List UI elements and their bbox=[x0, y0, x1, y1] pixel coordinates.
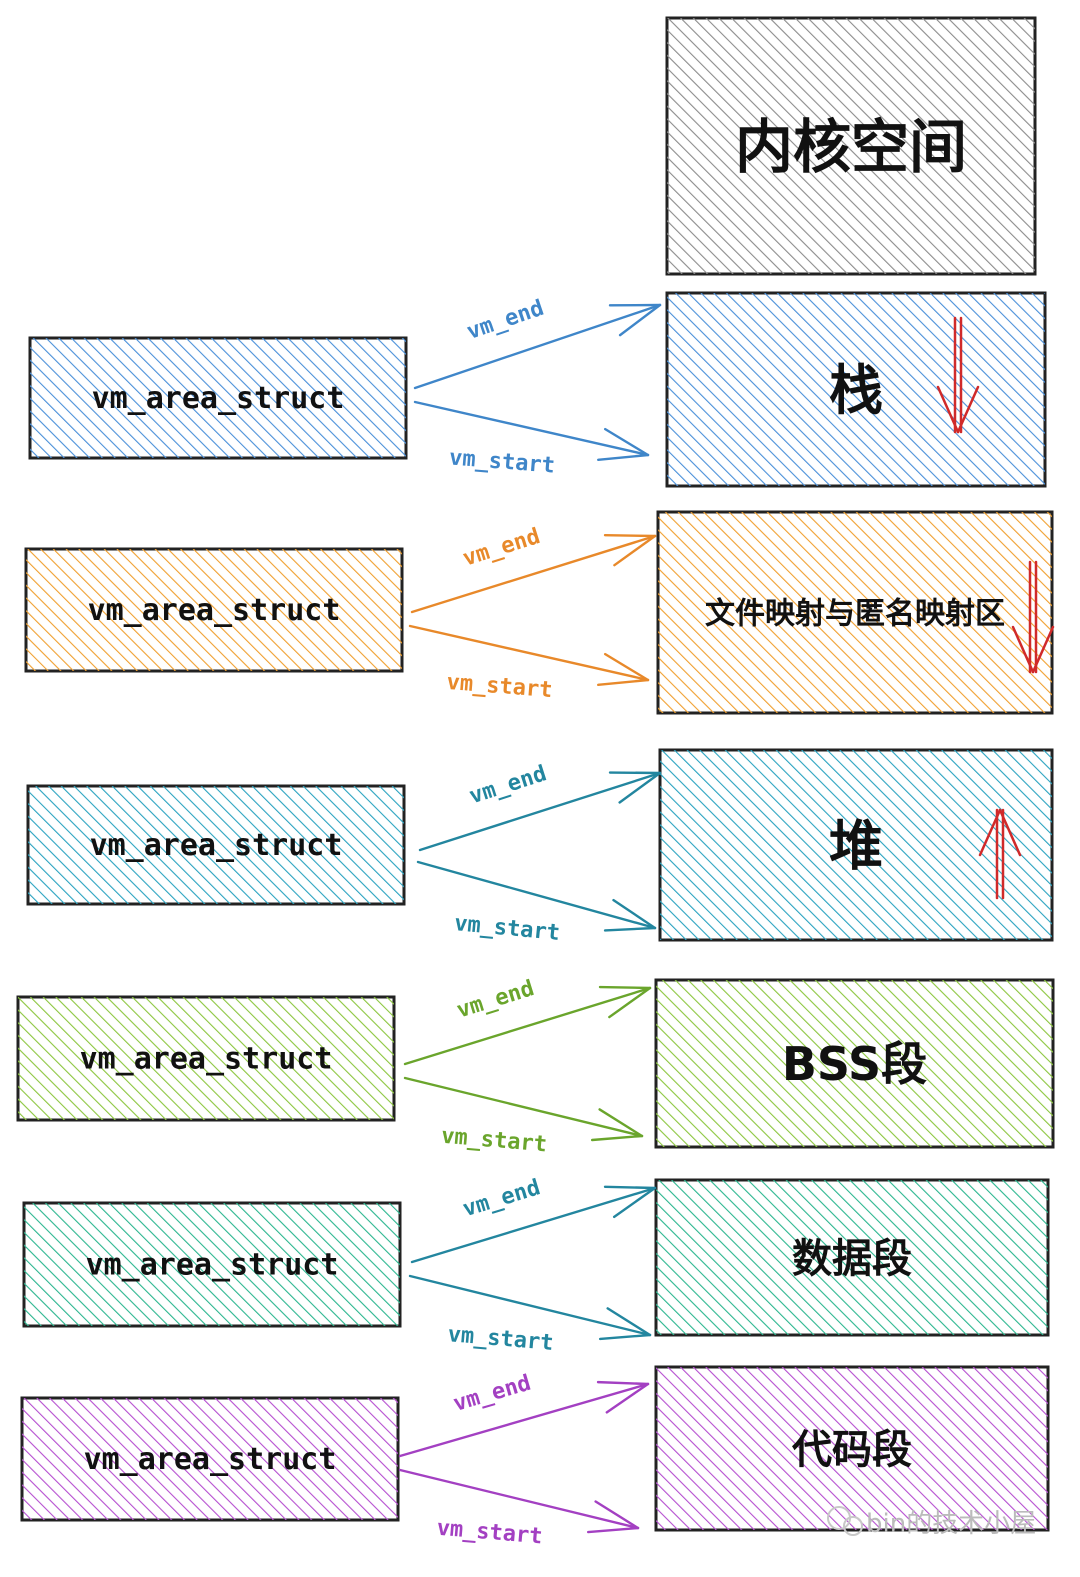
layout-row: vm_area_struct BSS段 vm_end vm_start bbox=[16, 976, 1055, 1158]
kernel-space-label: 内核空间 bbox=[735, 113, 967, 181]
vm-start-label: vm_start bbox=[436, 1516, 544, 1550]
memory-segment-box: 文件映射与匿名映射区 bbox=[656, 510, 1054, 715]
watermark-text: bin的技术小屋 bbox=[866, 1509, 1036, 1539]
vm-end-arrow bbox=[413, 303, 662, 390]
vm-end-arrow bbox=[410, 1185, 657, 1264]
memory-segment-box: 代码段 bbox=[654, 1365, 1050, 1532]
layout-row: vm_area_struct 文件映射与匿名映射区 vm_end vm_start bbox=[24, 510, 1055, 715]
vm-end-label: vm_end bbox=[460, 524, 543, 572]
memory-segment-box: 堆 bbox=[658, 748, 1054, 942]
vm-start-label: vm_start bbox=[448, 445, 556, 478]
vm-end-label: vm_end bbox=[451, 1371, 534, 1417]
vm-end-label: vm_end bbox=[464, 296, 547, 345]
memory-segment-label: 代码段 bbox=[791, 1427, 912, 1473]
vm-start-arrow bbox=[408, 624, 650, 687]
layout-row: vm_area_struct 堆 vm_end vm_start bbox=[26, 748, 1054, 946]
vm-end-arrow bbox=[398, 1380, 650, 1458]
watermark: bin的技术小屋 bbox=[827, 1506, 1036, 1539]
vm-area-struct-label: vm_area_struct bbox=[84, 1442, 337, 1477]
vm-area-struct-label: vm_area_struct bbox=[90, 828, 343, 863]
vm-end-label: vm_end bbox=[454, 976, 537, 1023]
vm-start-arrow bbox=[408, 1274, 652, 1341]
vm-start-label: vm_start bbox=[453, 911, 561, 946]
vm-end-label: vm_end bbox=[466, 761, 549, 809]
layout-row: vm_area_struct 栈 vm_end vm_start bbox=[28, 291, 1047, 488]
growth-direction-arrow bbox=[936, 316, 980, 434]
vm-area-struct-label: vm_area_struct bbox=[88, 593, 341, 628]
vm-area-struct-box: vm_area_struct bbox=[24, 547, 404, 673]
memory-segment-label: BSS段 bbox=[782, 1037, 927, 1091]
vm-start-arrow bbox=[413, 400, 650, 462]
kernel-space-block: 内核空间 bbox=[665, 16, 1037, 276]
vm-start-label: vm_start bbox=[447, 1322, 555, 1356]
vm-end-label: vm_end bbox=[460, 1175, 543, 1222]
vm-start-arrow bbox=[416, 860, 657, 932]
vm-area-struct-box: vm_area_struct bbox=[22, 1201, 402, 1328]
vm-area-struct-box: vm_area_struct bbox=[20, 1396, 400, 1522]
vm-area-struct-box: vm_area_struct bbox=[26, 784, 406, 906]
vm-area-struct-label: vm_area_struct bbox=[80, 1042, 333, 1077]
memory-segment-label: 数据段 bbox=[792, 1236, 912, 1282]
layout-row: vm_area_struct 代码段 vm_end vm_start bbox=[20, 1365, 1050, 1550]
vm-start-arrow bbox=[403, 1076, 644, 1142]
memory-segment-box: 栈 bbox=[665, 291, 1047, 488]
memory-segment-label: 堆 bbox=[829, 814, 883, 877]
vm-area-struct-label: vm_area_struct bbox=[86, 1248, 339, 1283]
vm-area-struct-box: vm_area_struct bbox=[16, 995, 396, 1122]
vm-start-label: vm_start bbox=[446, 670, 554, 703]
growth-direction-arrow bbox=[1011, 560, 1055, 674]
vm-start-label: vm_start bbox=[440, 1124, 548, 1158]
vm-end-arrow bbox=[410, 533, 657, 614]
vm-start-arrow bbox=[398, 1468, 640, 1534]
vm-end-arrow bbox=[418, 771, 662, 852]
memory-segment-box: 数据段 bbox=[654, 1178, 1050, 1337]
memory-segment-label: 栈 bbox=[829, 359, 883, 422]
vm-area-struct-label: vm_area_struct bbox=[92, 381, 345, 416]
memory-segment-box: BSS段 bbox=[654, 978, 1055, 1149]
growth-direction-arrow bbox=[978, 808, 1022, 900]
memory-segment-label: 文件映射与匿名映射区 bbox=[705, 596, 1005, 631]
layout-row: vm_area_struct 数据段 vm_end vm_start bbox=[22, 1175, 1050, 1356]
vm-area-struct-box: vm_area_struct bbox=[28, 336, 408, 460]
wechat-icon bbox=[827, 1506, 863, 1536]
vm-end-arrow bbox=[403, 985, 652, 1066]
